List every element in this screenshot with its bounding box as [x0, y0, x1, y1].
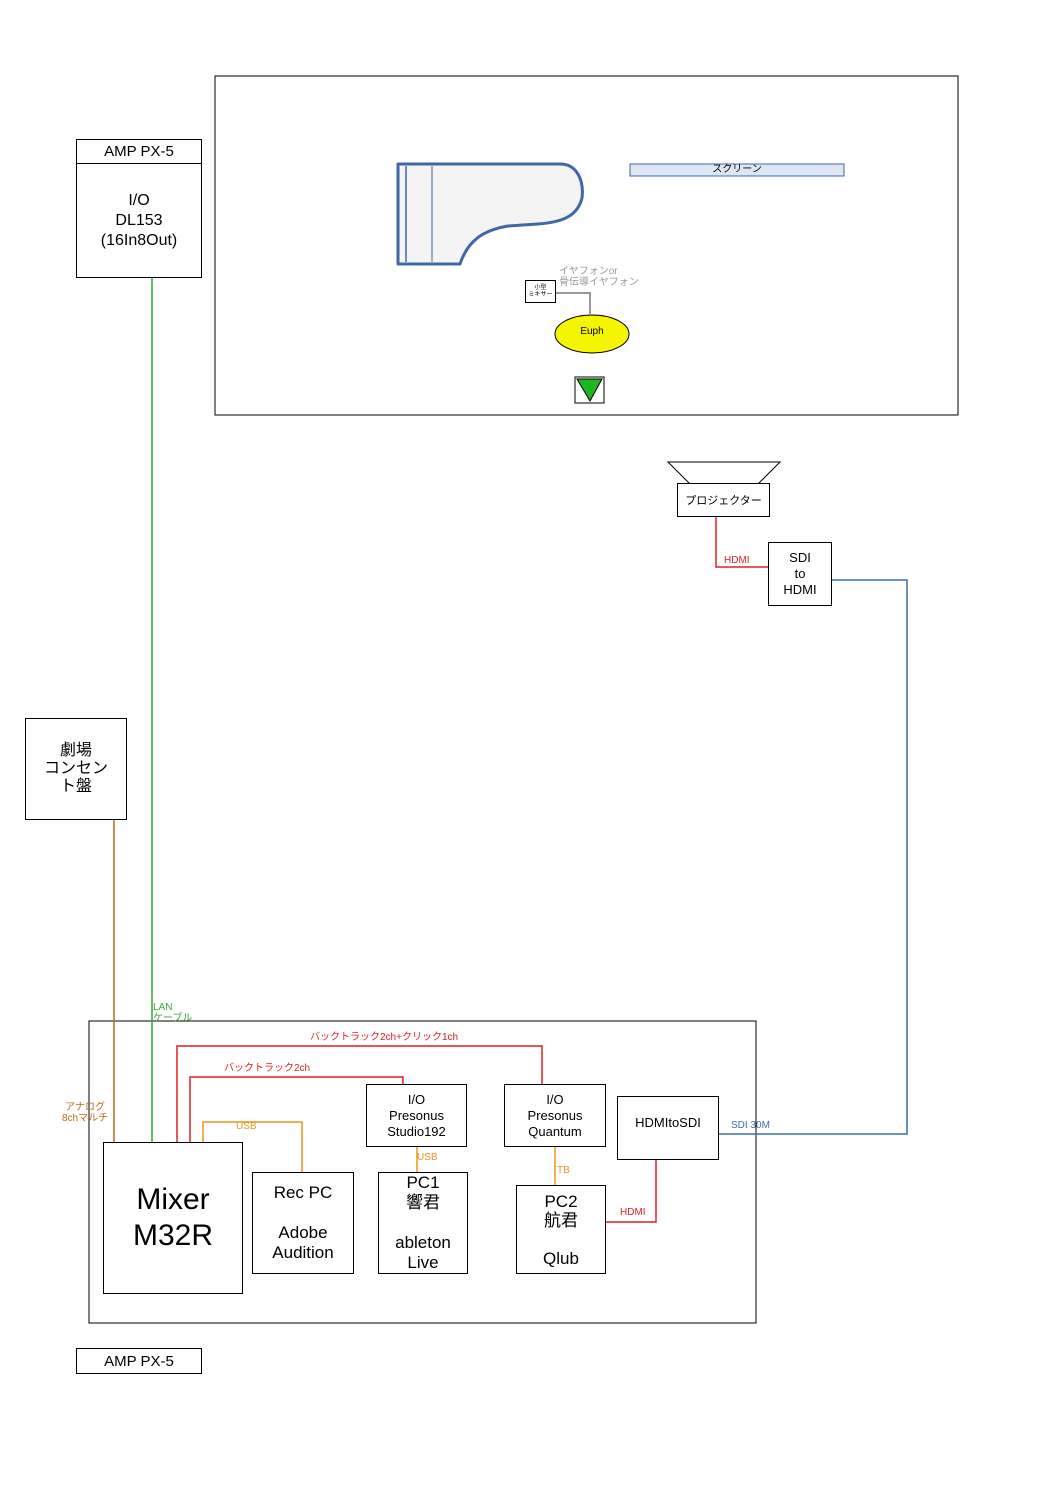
- label-lan: LAN ケーブル: [153, 1002, 193, 1024]
- io-dl153-label: I/O DL153 (16In8Out): [100, 191, 178, 249]
- mixer-box: Mixer M32R: [103, 1142, 243, 1294]
- io-quantum-label: I/O Presonus Quantum: [527, 1091, 583, 1139]
- earphone-line: [556, 292, 591, 314]
- downstage-triangle-icon: [574, 376, 605, 404]
- line-backtrack-2ch: [189, 1076, 404, 1142]
- projector-label: プロジェクター: [685, 495, 762, 507]
- line-usb-rec: [202, 1121, 303, 1172]
- pc1-label: PC1 響君 ableton Live: [395, 1173, 451, 1272]
- io-quantum-box: I/O Presonus Quantum: [504, 1084, 606, 1147]
- pc2-label: PC2 航君 Qlub: [543, 1191, 579, 1268]
- projector-lens-icon: [666, 461, 782, 485]
- label-tb: TB: [557, 1165, 570, 1176]
- amp-bottom-box: AMP PX-5: [76, 1348, 202, 1374]
- label-hdmi-projector: HDMI: [724, 555, 750, 566]
- projector-box: プロジェクター: [677, 483, 770, 517]
- screen-bar: [629, 163, 845, 177]
- label-backtrack-2ch: バックトラック2ch: [224, 1063, 311, 1074]
- grand-piano-icon: [396, 162, 584, 266]
- line-sdi: [718, 579, 908, 1135]
- sdi-to-hdmi-box: SDI to HDMI: [768, 542, 832, 606]
- amp-top-box: AMP PX-5: [76, 139, 202, 164]
- rec-pc-box: Rec PC Adobe Audition: [252, 1172, 354, 1274]
- label-hdmi-pc2: HDMI: [620, 1207, 646, 1218]
- hdmi-to-sdi-label: HDMItoSDI: [635, 1115, 701, 1130]
- pc1-box: PC1 響君 ableton Live: [378, 1172, 468, 1274]
- stage-area: [214, 75, 959, 416]
- line-hdmi-pc2: [605, 1159, 657, 1223]
- label-backtrack-click: バックトラック2ch+クリック1ch: [310, 1032, 459, 1043]
- pc2-box: PC2 航君 Qlub: [516, 1185, 606, 1274]
- io-dl153-box: I/O DL153 (16In8Out): [76, 163, 202, 278]
- screen-label: スクリーン: [712, 164, 762, 175]
- line-hdmi-projector: [715, 517, 768, 568]
- mixer-label: Mixer M32R: [132, 1183, 214, 1252]
- outlet-box: 劇場 コンセン ト盤: [25, 718, 127, 820]
- label-sdi-30m: SDI 30M: [731, 1120, 770, 1131]
- amp-bottom-label: AMP PX-5: [104, 1352, 174, 1370]
- euph-label: Euph: [580, 326, 604, 337]
- line-backtrack-click: [176, 1045, 543, 1142]
- sdi-to-hdmi-label: SDI to HDMI: [783, 550, 817, 597]
- equipment-area: [88, 1020, 757, 1324]
- small-mixer-box: 小型 ミキサー: [525, 280, 556, 303]
- hdmi-to-sdi-box: HDMItoSDI: [617, 1096, 719, 1160]
- label-usb-rec: USB: [236, 1121, 257, 1132]
- amp-top-label: AMP PX-5: [104, 143, 174, 160]
- outlet-label: 劇場 コンセン ト盤: [43, 742, 108, 795]
- earphone-note: イヤフォンor 骨伝導イヤフォン: [559, 266, 639, 288]
- io-studio192-label: I/O Presonus Studio192: [387, 1091, 446, 1139]
- io-studio192-box: I/O Presonus Studio192: [366, 1084, 467, 1147]
- label-usb-pc1: USB: [417, 1152, 438, 1163]
- rec-pc-label: Rec PC Adobe Audition: [272, 1183, 334, 1262]
- label-analog: アナログ 8chマルチ: [62, 1102, 109, 1124]
- small-mixer-label: 小型 ミキサー: [528, 284, 553, 298]
- euph-ellipse: [554, 314, 630, 354]
